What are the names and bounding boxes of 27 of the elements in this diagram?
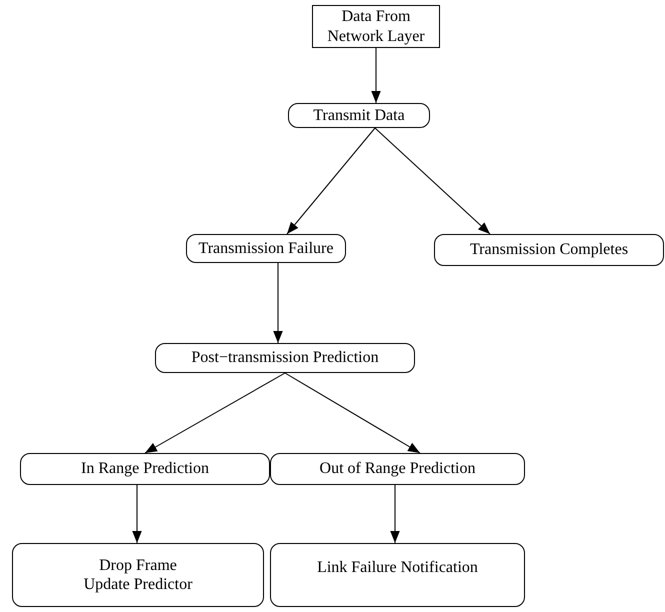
node-label: Transmission Completes <box>470 240 628 260</box>
process-box <box>186 234 346 263</box>
process-box <box>12 543 264 607</box>
arrow <box>273 262 283 344</box>
node-label: Link Failure Notification <box>317 558 478 578</box>
arrow <box>371 48 381 104</box>
process-box <box>270 543 525 607</box>
arrow <box>286 128 376 234</box>
process-box <box>288 103 430 128</box>
arrow <box>284 372 420 454</box>
process-box <box>270 453 525 485</box>
node-label: In Range Prediction <box>81 459 209 479</box>
node-label: Out of Range Prediction <box>320 459 476 479</box>
node-label: Transmission Failure <box>198 238 334 258</box>
node-label: Drop Frame <box>99 556 177 575</box>
arrow <box>374 128 490 234</box>
node-label: Update Predictor <box>84 575 192 594</box>
process-box <box>434 234 664 266</box>
node-label: Transmit Data <box>313 106 405 126</box>
arrow <box>132 484 142 544</box>
process-box <box>155 343 415 373</box>
input-box <box>312 5 440 48</box>
arrow <box>390 484 400 544</box>
process-box <box>20 453 270 485</box>
node-label: Data From Network Layer <box>326 7 426 46</box>
arrow <box>144 372 286 454</box>
node-label: Post−transmission Prediction <box>191 348 379 368</box>
